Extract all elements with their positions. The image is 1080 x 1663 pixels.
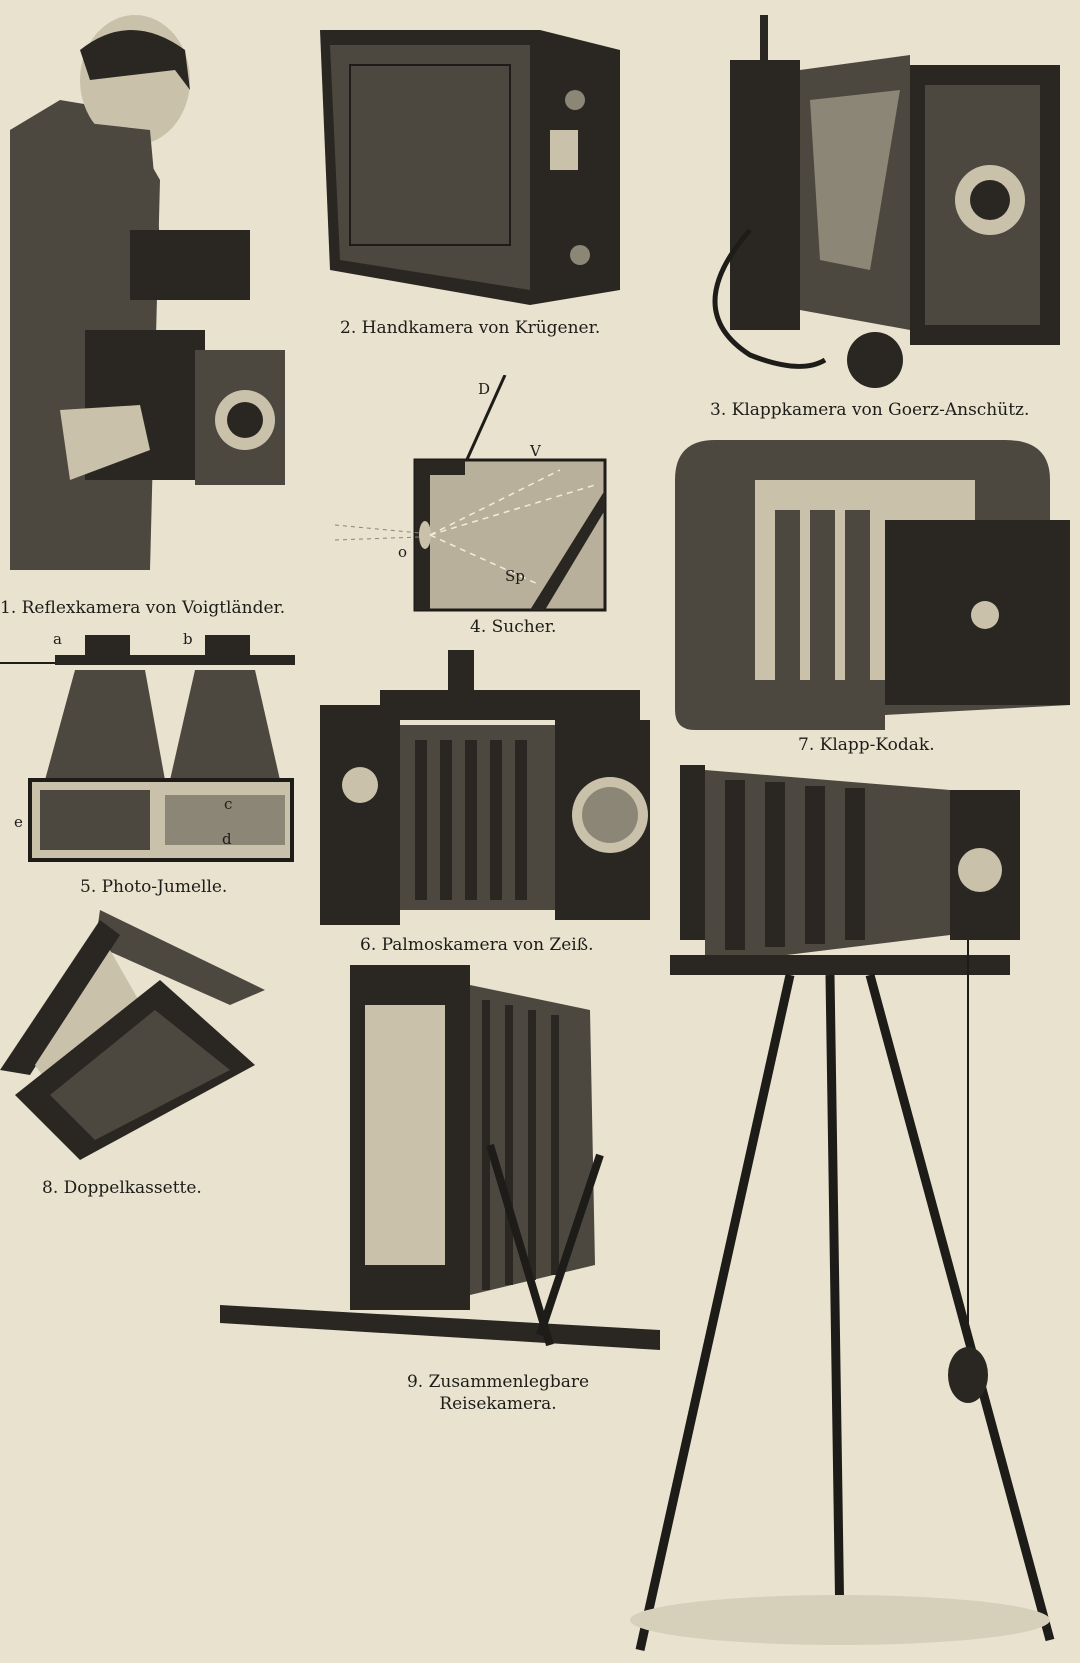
fig5-label-c: c <box>224 795 233 813</box>
fig4-caption: 4. Sucher. <box>470 617 557 637</box>
fig7-caption: 7. Klapp-Kodak. <box>798 735 935 755</box>
fig3-folding-camera-illustration <box>690 10 1070 390</box>
tripod-camera-illustration <box>610 760 1070 1660</box>
fig1-reflex-camera-illustration <box>0 10 300 580</box>
fig4-label-v: V <box>530 442 541 460</box>
fig5-label-a: a <box>53 630 62 648</box>
fig6-palmos-camera-illustration <box>320 645 660 930</box>
fig5-label-b: b <box>183 630 193 648</box>
fig2-caption: 2. Handkamera von Krügener. <box>340 318 601 338</box>
fig3-caption: 3. Klappkamera von Goerz-Anschütz. <box>710 400 1030 420</box>
fig9-travel-camera-illustration <box>220 965 680 1365</box>
fig5-label-d: d <box>222 830 232 848</box>
fig9-caption-line1: 9. Zusammenlegbare <box>406 1372 590 1392</box>
fig4-label-o: o <box>398 543 408 561</box>
fig5-caption: 5. Photo-Jumelle. <box>80 877 228 897</box>
fig8-caption: 8. Doppelkassette. <box>42 1178 202 1198</box>
fig4-label-sp: Sp <box>505 567 525 585</box>
fig9-caption-line2: Reisekamera. <box>439 1394 557 1414</box>
fig1-caption: 1. Reflexkamera von Voigtländer. <box>0 598 286 618</box>
fig8-double-cassette-illustration <box>0 910 270 1170</box>
fig4-label-d: D <box>478 380 491 398</box>
fig7-klapp-kodak-illustration <box>675 440 1075 740</box>
fig6-caption: 6. Palmoskamera von Zeiß. <box>360 935 594 955</box>
fig2-hand-camera-illustration <box>320 20 640 310</box>
fig5-label-e: e <box>14 813 23 831</box>
fig5-photo-jumelle-diagram <box>0 630 305 870</box>
fig4-viewfinder-diagram <box>330 375 620 615</box>
